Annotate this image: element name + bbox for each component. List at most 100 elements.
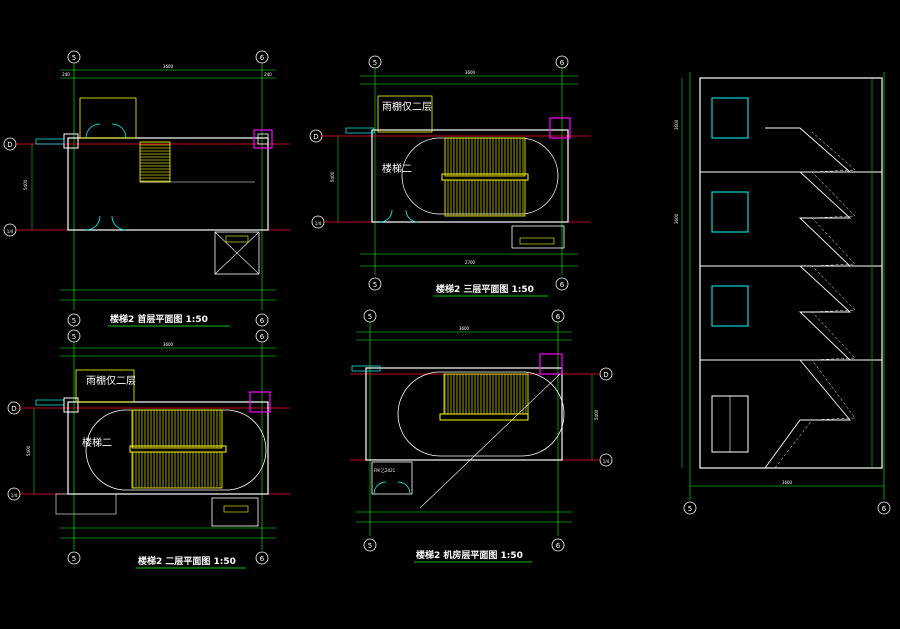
door-swing-1 [373,481,387,495]
fire-door-label: FM 乙2021 [374,467,396,473]
window-left [35,399,65,406]
axis-label-6-bottom: 6 [260,555,265,563]
third-floor-plan: 5 6 3600 D 1/4 5400 雨棚仅二层 楼梯二 2700 [309,55,590,297]
axis-label-5-top: 5 [72,54,76,62]
stair-flight-upper [131,409,223,449]
canopy-label: 雨棚仅二层 [86,374,136,387]
column-right-magenta [253,129,273,149]
level-height-2: 3600 [674,213,679,224]
axis-label-6-bottom: 6 [260,317,265,325]
window-left [351,365,381,372]
axis-label-5-bottom: 5 [368,542,372,550]
elevator-box [214,231,260,275]
dimension-bottom: 2700 [465,260,476,265]
column-right-magenta [549,117,571,139]
column-left [63,133,79,149]
dimension-total: 3600 [163,342,174,347]
wall-outline [371,129,569,223]
stair-handrail [439,413,529,421]
stair-label: 楼梯二 [82,436,112,449]
diagonal-guide [419,373,561,509]
dimension-vertical: 5400 [330,171,335,182]
window-left [345,127,375,134]
stair-handrail [129,445,227,453]
column-right-magenta [249,391,271,413]
elevator-box [211,497,259,527]
axis-bubble-5-bottom [67,551,81,565]
wall-outline [67,401,269,495]
axis-label-quarter: 1/4 [315,221,322,226]
dimension-total: 3600 [163,64,174,69]
axis-label-5-top: 5 [72,333,76,341]
dimension-vertical: 5400 [23,179,28,190]
canopy-outline [75,369,135,403]
dimension-left: 240 [62,72,70,77]
axis-label-quarter: 1/4 [7,229,14,234]
axis-bubble-5-bottom [67,313,81,327]
axis-bubble-5-bottom [368,277,382,291]
axis-bubble-6-bottom [555,277,569,291]
axis-bubble-5-bottom [363,538,377,552]
window-left [35,138,65,145]
elevator-box [511,225,565,249]
stair-flight-lower [131,451,223,489]
axis-label-5-top: 5 [368,313,372,321]
axis-label-5-bottom: 5 [72,555,76,563]
section-window-3 [711,285,749,327]
axis-label-D: D [11,405,16,413]
door-swing-2 [405,209,419,223]
axis-bubble-6-bottom [551,538,565,552]
axis-bubble-6-bottom [255,313,269,327]
stair-flight-lower [444,179,526,217]
dimension-vertical: 5400 [594,409,599,420]
axis-label-5-bottom: 5 [373,281,377,289]
plan-title-third: 楼梯2 三层平面图 1:50 [436,283,534,295]
axis-bubble-5-section [683,501,697,515]
elevator-label-box [519,237,555,245]
axis-label-D: D [603,371,608,379]
axis-bubble-6-bottom [255,551,269,565]
dimension-right: 240 [264,72,272,77]
axis-label-6-top: 6 [556,313,561,321]
dimension-total: 3600 [465,70,476,75]
elevator-label-box [223,505,249,513]
door-swing-2 [397,481,411,495]
axis-label-6-top: 6 [560,59,565,67]
axis-label-D: D [7,141,12,149]
dimension-vertical: 5400 [26,445,31,456]
wall-outline [365,367,563,461]
plan-title-second: 楼梯2 二层平面图 1:50 [138,555,236,567]
axis-label-6-top: 6 [260,333,265,341]
machine-room-plan: 5 6 3600 D 1/4 5400 FM 乙2021 5 6 楼梯2 机房层… [350,309,613,563]
column-left [63,397,79,413]
stair-label: 楼梯二 [382,162,412,175]
axis-label-6-bottom: 6 [560,281,565,289]
dimension-total: 3600 [459,326,470,331]
canopy-outline [377,95,433,133]
axis-label-5-bottom: 5 [72,317,76,325]
axis-label-6-bottom: 6 [556,542,561,550]
canopy-label: 雨棚仅二层 [382,100,432,113]
stair-flight [139,141,171,183]
section-window-2 [711,191,749,233]
level-height-1: 3600 [674,119,679,130]
wall-outline [67,137,269,231]
stair-flight-upper [444,137,526,177]
axis-label-6-section: 6 [882,505,887,513]
handrail-arc [85,409,267,491]
axis-label-D: D [313,133,318,141]
column-right-inner [257,133,269,145]
door-swing-1 [379,209,393,223]
door-swing-4 [111,215,127,231]
plan-title-ground: 楼梯2 首层平面图 1:50 [110,313,208,325]
entry-box [55,493,117,515]
elevator-cross-2 [214,231,260,275]
second-floor-plan: 5 6 3600 D 1/4 5400 雨棚仅二层 楼梯二 5 6 [7,329,290,569]
door-swing-1 [85,123,101,139]
axis-bubble-6-section [877,501,891,515]
stair-flight [443,373,529,415]
section-dim-bottom: 3600 [782,480,793,485]
axis-label-5-section: 5 [688,505,692,513]
